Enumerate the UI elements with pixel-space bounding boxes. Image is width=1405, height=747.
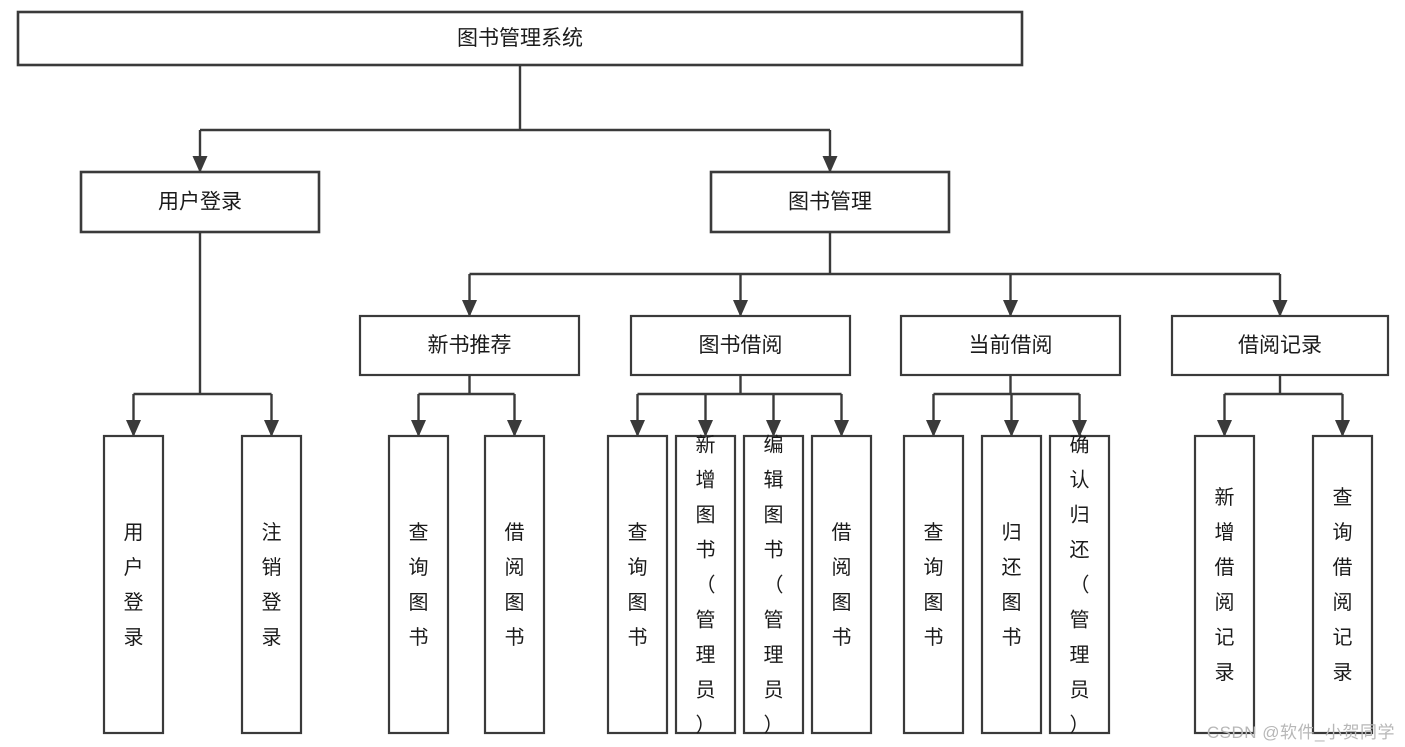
node-book-manage[interactable]: 图书管理	[709, 170, 951, 234]
arrow-head-icon	[1072, 420, 1087, 437]
arrow-head-icon	[698, 420, 713, 437]
arrow-head-icon	[264, 420, 279, 437]
node-label: 编辑图书（管理员）	[764, 434, 784, 737]
node-user-login[interactable]: 用户登录	[79, 170, 321, 234]
node-box	[810, 434, 873, 735]
node-box	[606, 434, 669, 735]
node-label: 查询图书	[924, 521, 944, 649]
node-current-borrow[interactable]: 当前借阅	[899, 314, 1122, 377]
node-label: 新增图书（管理员）	[696, 434, 716, 737]
node-label: 新增借阅记录	[1215, 486, 1235, 684]
node-leaf-add-book[interactable]: 新增图书（管理员）	[674, 434, 737, 737]
node-label: 用户登录	[124, 522, 144, 649]
node-box	[1170, 314, 1390, 377]
node-box	[358, 314, 581, 377]
node-box	[899, 314, 1122, 377]
node-label: 查询图书	[409, 521, 429, 649]
node-box	[742, 434, 805, 735]
arrow-head-icon	[926, 420, 941, 437]
node-box	[709, 170, 951, 234]
node-box	[1193, 434, 1256, 735]
node-label: 图书管理系统	[457, 27, 583, 50]
node-label: 借阅记录	[1238, 334, 1322, 357]
node-box	[387, 434, 450, 735]
node-box	[902, 434, 965, 735]
node-leaf-logout[interactable]: 注销登录	[240, 434, 303, 735]
node-book-borrow[interactable]: 图书借阅	[629, 314, 852, 377]
node-leaf-add-record[interactable]: 新增借阅记录	[1193, 434, 1256, 735]
node-box	[483, 434, 546, 735]
node-leaf-query-book-c[interactable]: 查询图书	[902, 434, 965, 735]
node-leaf-borrow-book-b[interactable]: 借阅图书	[810, 434, 873, 735]
node-label: 图书管理	[788, 191, 872, 214]
node-label: 查询图书	[628, 521, 648, 649]
node-label: 注销登录	[262, 521, 282, 649]
arrow-head-icon	[507, 420, 522, 437]
node-box	[1311, 434, 1374, 735]
node-box	[674, 434, 737, 735]
node-leaf-query-book-b[interactable]: 查询图书	[606, 434, 669, 735]
node-label: 确认归还（管理员）	[1070, 434, 1090, 737]
arrow-head-icon	[1272, 300, 1288, 317]
node-box	[16, 10, 1024, 67]
arrow-head-icon	[834, 420, 849, 437]
node-leaf-borrow-book-rec[interactable]: 借阅图书	[483, 434, 546, 735]
arrow-head-icon	[192, 156, 208, 173]
node-label: 图书借阅	[699, 334, 783, 357]
node-leaf-confirm-return[interactable]: 确认归还（管理员）	[1048, 434, 1111, 737]
node-box	[1048, 434, 1111, 735]
node-box	[980, 434, 1043, 735]
node-box	[240, 434, 303, 735]
arrow-head-icon	[766, 420, 781, 437]
csdn-watermark: CSDN @软件_小贺同学	[1206, 723, 1395, 742]
arrow-head-icon	[733, 300, 748, 317]
arrow-head-icon	[822, 156, 838, 173]
node-label: 借阅图书	[832, 521, 852, 649]
node-leaf-user-login[interactable]: 用户登录	[102, 434, 165, 735]
node-box	[629, 314, 852, 377]
node-label: 新书推荐	[428, 334, 512, 357]
arrow-head-icon	[630, 420, 645, 437]
arrow-head-icon	[1335, 420, 1350, 437]
arrow-head-icon	[462, 300, 477, 317]
node-leaf-query-record[interactable]: 查询借阅记录	[1311, 434, 1374, 735]
arrow-head-icon	[1217, 420, 1232, 437]
arrow-head-icon	[126, 420, 141, 437]
node-new-book-rec[interactable]: 新书推荐	[358, 314, 581, 377]
node-leaf-query-book-rec[interactable]: 查询图书	[387, 434, 450, 735]
node-label: 查询借阅记录	[1333, 486, 1353, 684]
node-label: 用户登录	[158, 191, 242, 214]
arrow-head-icon	[1004, 420, 1019, 437]
node-layer: 图书管理系统用户登录图书管理新书推荐图书借阅当前借阅借阅记录用户登录注销登录查询…	[16, 10, 1390, 737]
arrow-head-icon	[1003, 300, 1018, 317]
node-leaf-edit-book[interactable]: 编辑图书（管理员）	[742, 434, 805, 737]
node-box	[79, 170, 321, 234]
node-leaf-return-book[interactable]: 归还图书	[980, 434, 1043, 735]
node-label: 借阅图书	[505, 521, 525, 649]
node-box	[102, 434, 165, 735]
arrow-head-icon	[411, 420, 426, 437]
node-root[interactable]: 图书管理系统	[16, 10, 1024, 67]
node-label: 归还图书	[1002, 521, 1022, 649]
edge-layer	[126, 65, 1350, 437]
node-label: 当前借阅	[969, 334, 1053, 357]
node-borrow-record[interactable]: 借阅记录	[1170, 314, 1390, 377]
